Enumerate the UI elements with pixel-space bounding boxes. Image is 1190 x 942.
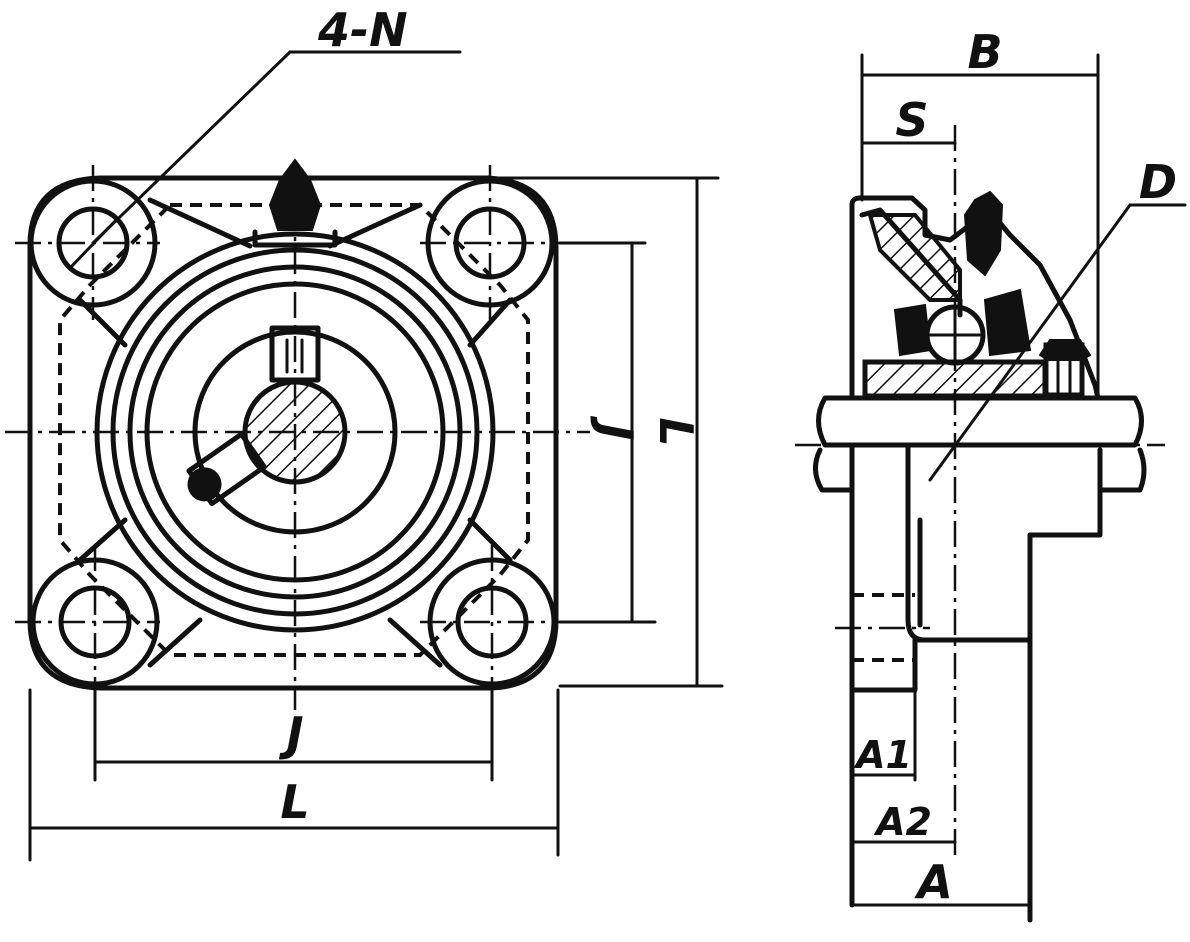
rib-line bbox=[467, 517, 513, 563]
leader-4-n: 4-N bbox=[91, 3, 462, 245]
rib-line bbox=[147, 617, 203, 668]
dimension-a1: A1 bbox=[850, 688, 917, 782]
label-a1: A1 bbox=[853, 733, 912, 777]
grease-nipple-side bbox=[963, 190, 1004, 277]
side-view: B S D A1 A2 A bbox=[795, 25, 1187, 923]
rib-line bbox=[147, 197, 253, 249]
label-d: D bbox=[1139, 155, 1177, 209]
label-j-vertical: J bbox=[589, 415, 643, 440]
dimension-b: B bbox=[860, 25, 1100, 397]
rib-line bbox=[77, 517, 128, 563]
label-4-n: 4-N bbox=[317, 3, 408, 57]
rib-line bbox=[77, 297, 128, 348]
dimension-j-vertical: J bbox=[558, 241, 657, 624]
shaft-end-right bbox=[1097, 447, 1147, 493]
rib-line bbox=[387, 617, 443, 668]
dimension-l-horizontal: L bbox=[28, 688, 560, 862]
nipple-base bbox=[252, 229, 338, 248]
dimension-s: S bbox=[860, 93, 957, 147]
front-view: 4-N J L J L bbox=[5, 3, 724, 862]
bolt-hole-side-dashed bbox=[835, 593, 930, 662]
bearing-outer-profile bbox=[849, 195, 1101, 401]
seal-left bbox=[893, 303, 932, 357]
label-a2: A2 bbox=[873, 800, 932, 844]
leader-d: D bbox=[928, 155, 1187, 482]
label-b: B bbox=[967, 25, 1002, 79]
flange-recess-dashed bbox=[58, 203, 530, 657]
label-l-horizontal: L bbox=[280, 775, 309, 829]
dimension-l-vertical: L bbox=[488, 176, 724, 688]
label-a: A bbox=[914, 855, 953, 909]
rib-line bbox=[467, 297, 513, 348]
dimension-j-horizontal: J bbox=[93, 688, 494, 782]
set-screw-angled bbox=[186, 431, 267, 507]
outer-ring-section bbox=[867, 213, 962, 302]
label-l-vertical: L bbox=[649, 417, 703, 446]
dimension-a2: A2 bbox=[850, 800, 957, 844]
inner-bore-line bbox=[905, 445, 928, 643]
dimension-a: A bbox=[850, 855, 1032, 909]
flange-side-profile bbox=[849, 445, 1103, 908]
shaft-side bbox=[816, 395, 1144, 448]
label-j-horizontal: J bbox=[278, 707, 303, 761]
label-s: S bbox=[895, 93, 928, 147]
seal-right bbox=[983, 288, 1032, 357]
shaft-end-left bbox=[813, 447, 855, 493]
